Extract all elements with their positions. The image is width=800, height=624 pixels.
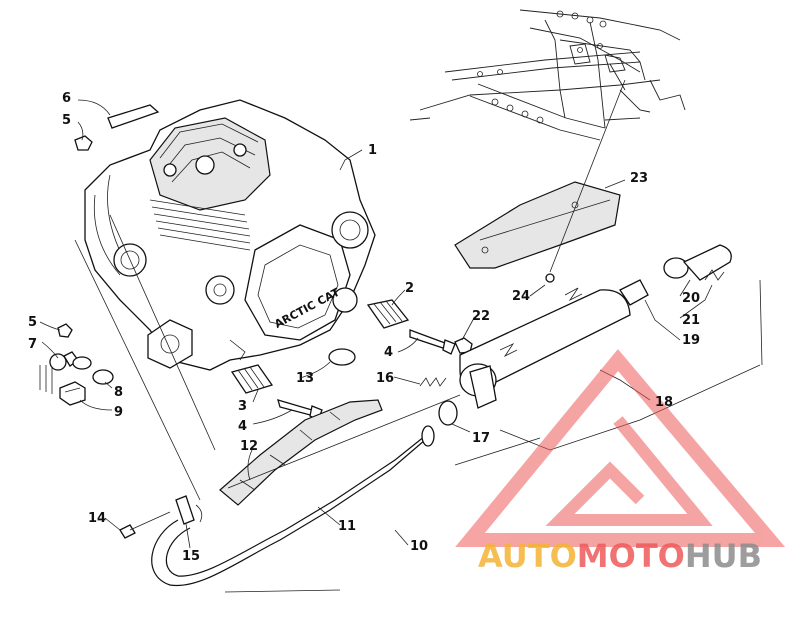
- part-4-bolt-upper: [409, 329, 447, 350]
- callout-21: 21: [682, 313, 700, 328]
- part-5-nut-top: [74, 135, 93, 151]
- watermark-wordmark: AUTOMOTOHUB: [478, 537, 762, 575]
- part-13-clamp: [328, 348, 356, 366]
- callout-1: 1: [368, 143, 377, 158]
- callout-7: 7: [28, 337, 37, 352]
- part-8-oring-a: [72, 356, 92, 370]
- part-19-gasket: [619, 279, 649, 306]
- part-14-bolt: [119, 524, 136, 539]
- callout-labels: 6 5 1 2 4 3 4 5 7 8 9 13 12 14 15 11 10 …: [28, 91, 700, 564]
- part-8-oring-b: [92, 369, 114, 385]
- part-17-gasket: [438, 400, 458, 426]
- callout-22: 22: [472, 309, 490, 324]
- callout-5-left: 5: [28, 315, 37, 330]
- callout-13: 13: [296, 371, 314, 386]
- part-15-clip: [175, 495, 195, 525]
- callout-9: 9: [114, 405, 123, 420]
- callout-4-lower: 4: [238, 419, 247, 434]
- callout-15: 15: [182, 549, 200, 564]
- part-3-spacer: [230, 364, 274, 394]
- callout-6: 6: [62, 91, 71, 106]
- part-5-nut-left: [57, 323, 73, 338]
- watermark-triangle-inner: [545, 416, 713, 526]
- part-21-spring: [704, 269, 725, 281]
- watermark-triangle-outer: [455, 349, 786, 547]
- part-20-tailpipe: [663, 244, 732, 281]
- watermark-hub: HUB: [685, 537, 762, 575]
- callout-16: 16: [376, 371, 394, 386]
- part-16-spring: [419, 377, 447, 387]
- part-23-heat-shield: [454, 181, 621, 269]
- part-24-screw: [545, 273, 555, 283]
- callout-24: 24: [512, 289, 530, 304]
- part-12-heat-shield: [219, 399, 383, 506]
- callout-10: 10: [410, 539, 428, 554]
- callout-8: 8: [114, 385, 123, 400]
- callout-11: 11: [338, 519, 356, 534]
- callout-5-top: 5: [62, 113, 71, 128]
- part-11-head-pipe: [151, 439, 426, 587]
- engine-assembly: ARCTIC CAT: [84, 99, 376, 371]
- part-18-muffler: [459, 287, 631, 409]
- callout-2: 2: [405, 281, 414, 296]
- part-6-shield: [107, 104, 160, 129]
- part-4-bolt-lower: [277, 399, 315, 417]
- automotohub-watermark: [455, 349, 786, 547]
- callout-12: 12: [240, 439, 258, 454]
- callout-18: 18: [655, 395, 673, 410]
- watermark-moto: MOTO: [577, 537, 685, 575]
- vehicle-frame: [409, 9, 686, 141]
- callout-17: 17: [472, 431, 490, 446]
- part-2-spacer: [366, 299, 410, 329]
- callout-19: 19: [682, 333, 700, 348]
- callout-3: 3: [238, 399, 247, 414]
- callout-4-upper: 4: [384, 345, 393, 360]
- part-9-sensor: [59, 381, 86, 406]
- callout-23: 23: [630, 171, 648, 186]
- callout-20: 20: [682, 291, 700, 306]
- watermark-auto: AUTO: [478, 537, 577, 575]
- callout-14: 14: [88, 511, 106, 526]
